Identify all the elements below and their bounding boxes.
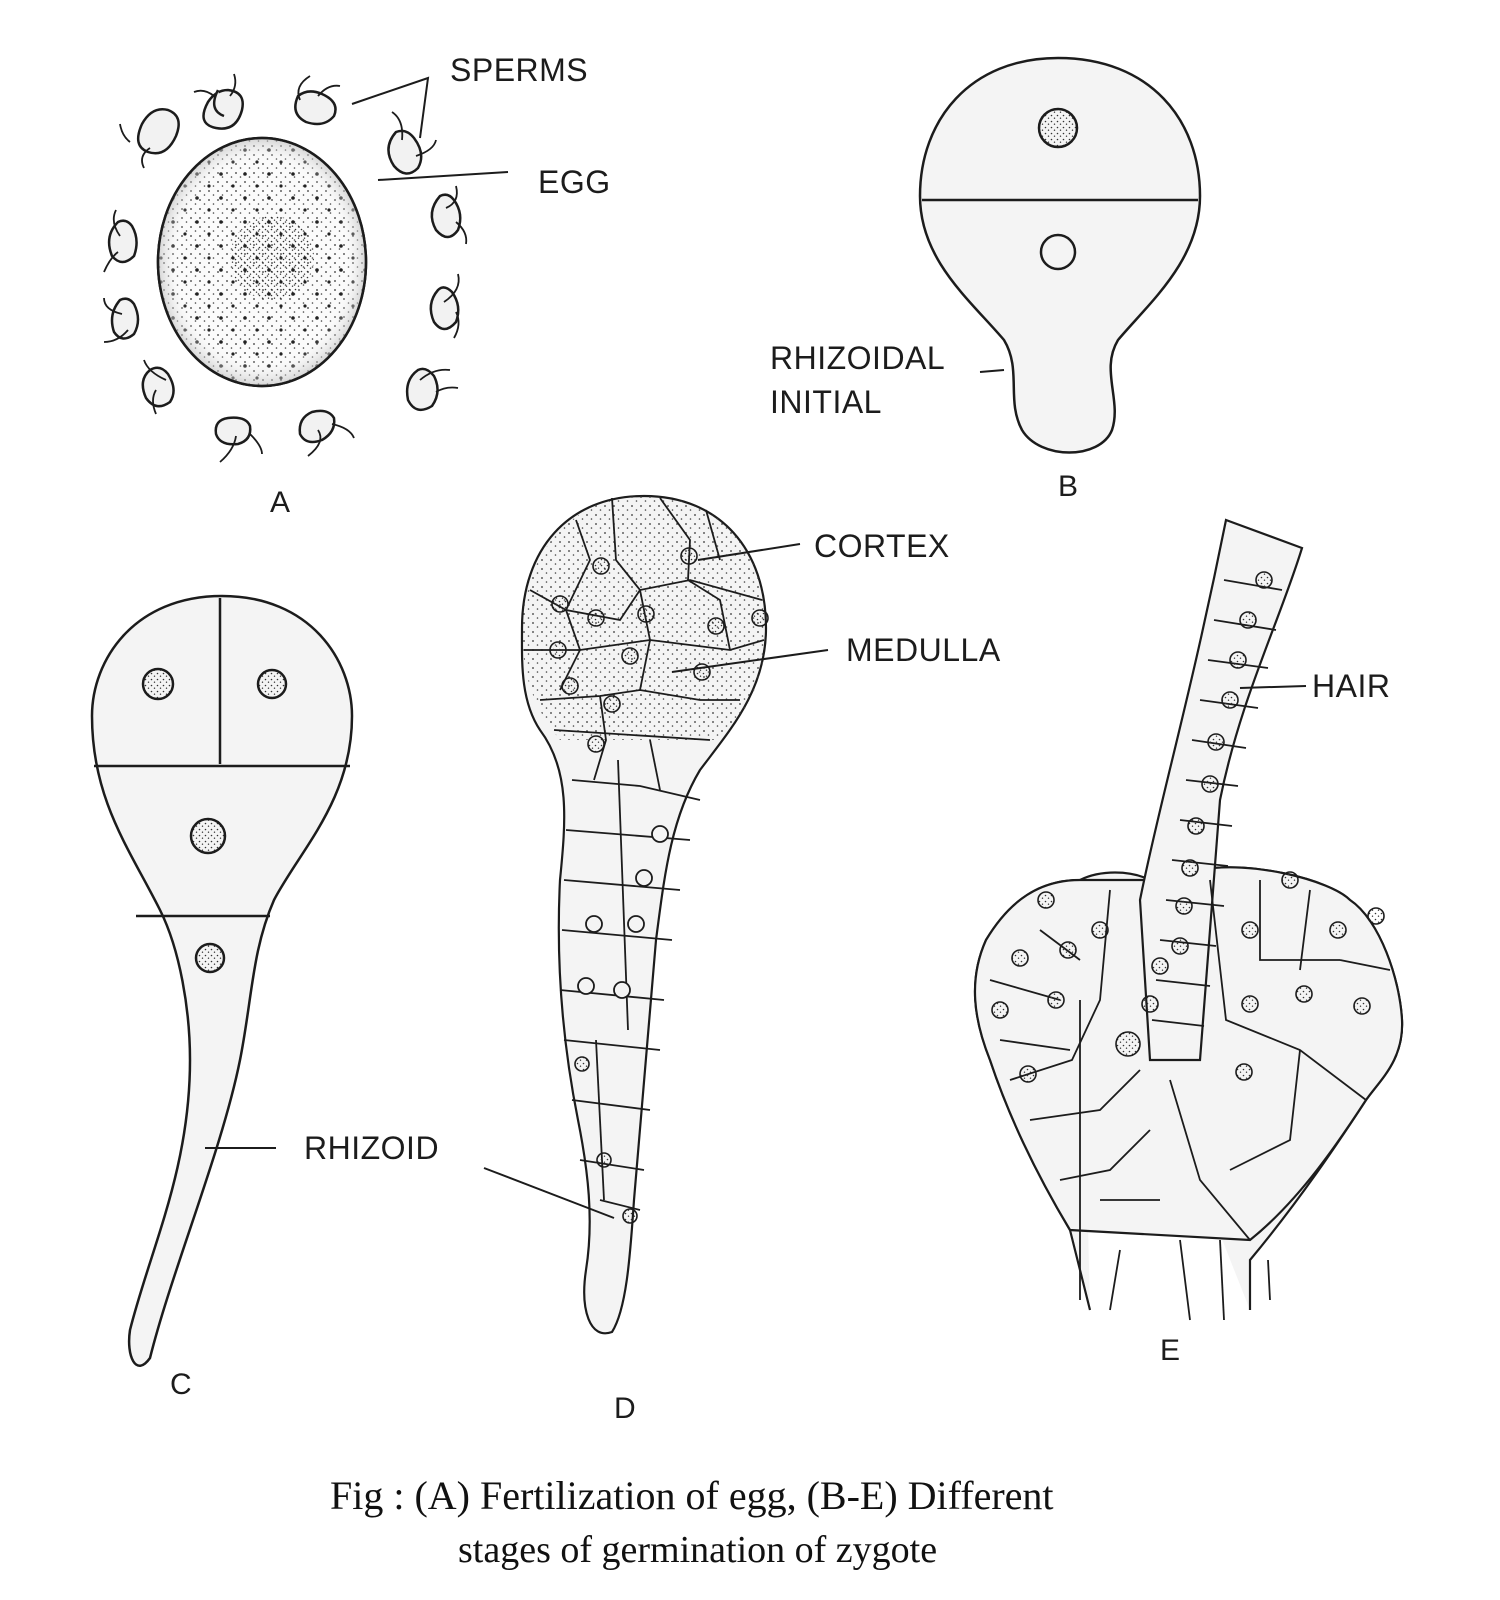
panel-a-egg-with-sperms: [103, 73, 509, 463]
figure-caption-line-2: stages of germination of zygote: [458, 1529, 938, 1571]
panel-b-zygote: [918, 56, 1202, 454]
panel-label-e: E: [1160, 1334, 1181, 1367]
figure-caption-line-1: Fig : (A) Fertilization of egg, (B-E) Di…: [330, 1473, 1054, 1518]
label-rhizoid: RHIZOID: [304, 1130, 440, 1166]
label-hair: HAIR: [1312, 668, 1391, 704]
label-egg: EGG: [538, 164, 611, 200]
panel-label-c: C: [170, 1368, 192, 1401]
panel-d-embryo: [483, 494, 829, 1335]
panel-c-embryo: [90, 594, 354, 1367]
panel-label-b: B: [1058, 470, 1079, 503]
label-sperms: SPERMS: [450, 52, 589, 88]
label-initial: INITIAL: [770, 384, 882, 420]
panel-label-a: A: [270, 486, 291, 519]
label-rhizoidal: RHIZOIDAL: [770, 340, 946, 376]
panel-label-d: D: [614, 1392, 636, 1425]
panel-e-young-plant: [973, 518, 1404, 1321]
label-cortex: CORTEX: [814, 528, 950, 564]
label-medulla: MEDULLA: [846, 632, 1001, 668]
